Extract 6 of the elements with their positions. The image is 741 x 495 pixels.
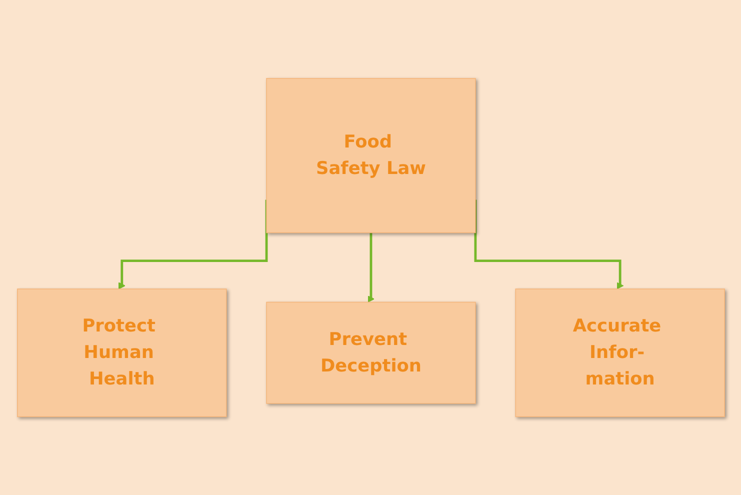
node-box: Accurate Infor- mation — [514, 288, 724, 418]
node-box: Protect Human Health — [16, 288, 226, 418]
arrow — [474, 200, 624, 290]
node-box: Prevent Deception — [266, 302, 476, 404]
arrow — [366, 232, 374, 302]
node-box: Food Safety Law — [266, 78, 476, 234]
